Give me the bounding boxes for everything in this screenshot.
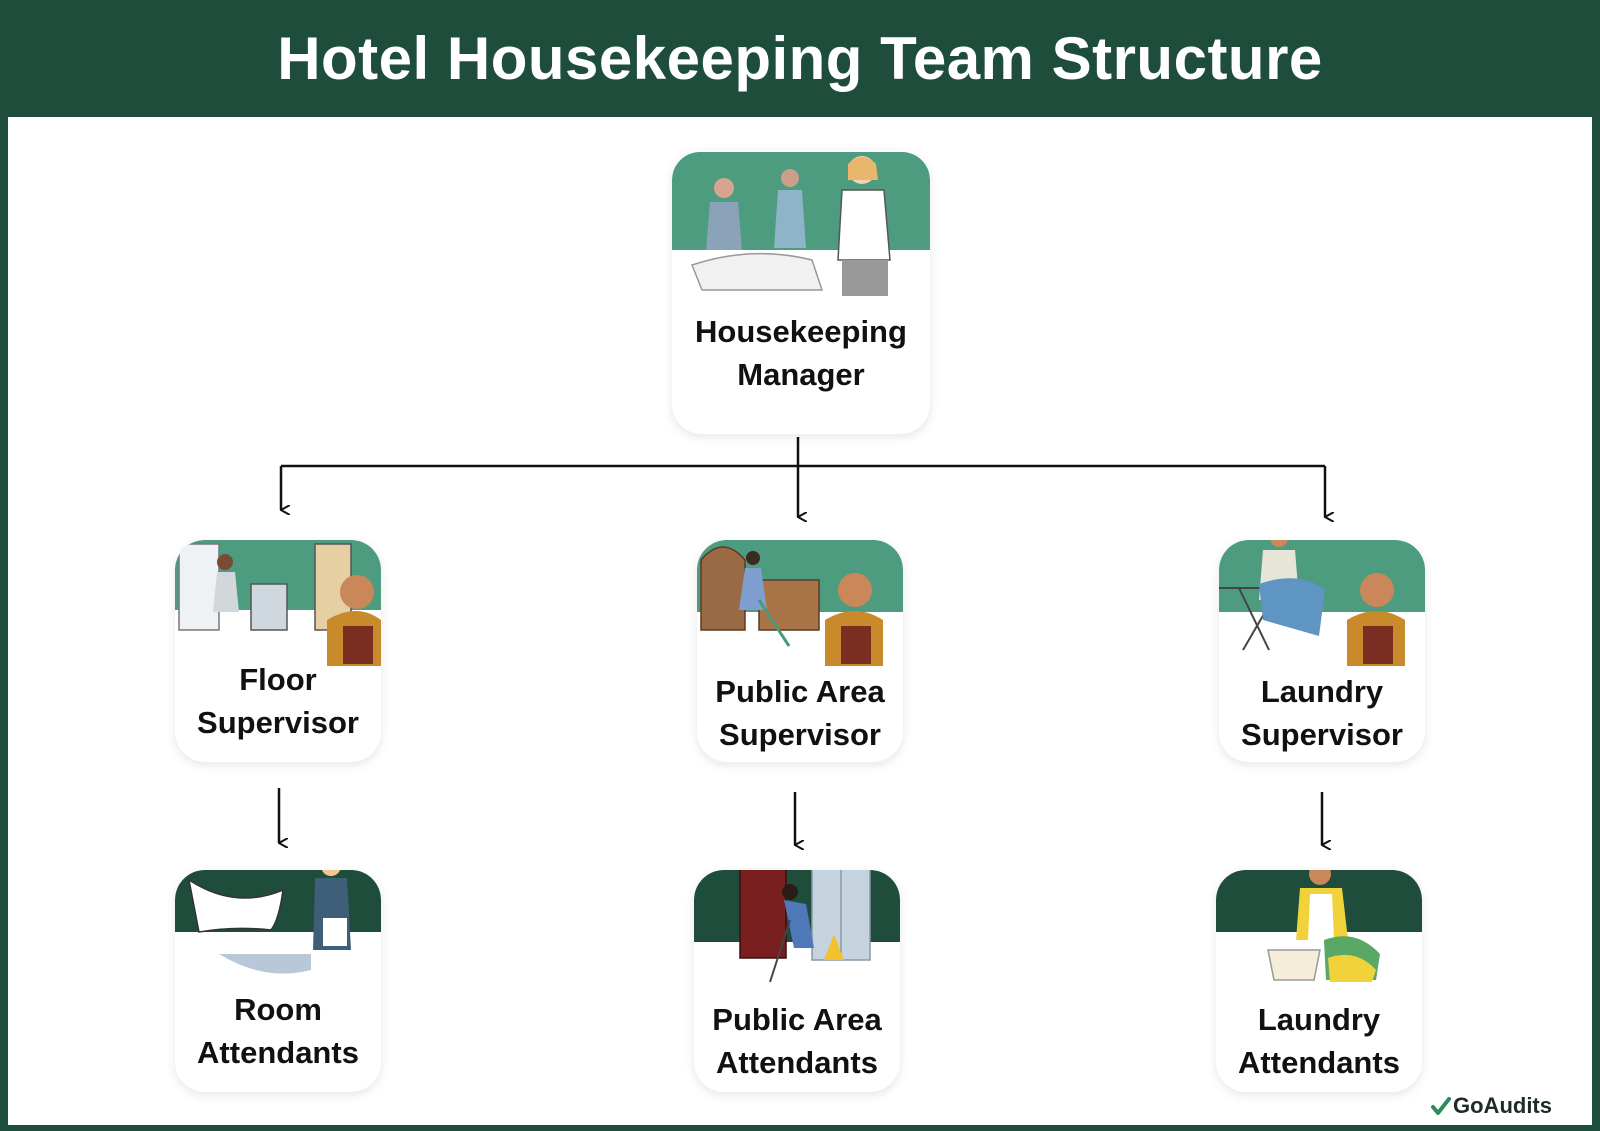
- public-area-attendants-illustration: [694, 870, 900, 996]
- page-title: Hotel Housekeeping Team Structure: [277, 25, 1323, 92]
- laundry-supervisor-label-line2: Supervisor: [1241, 717, 1403, 753]
- laundry-supervisor-label-line1: Laundry: [1260, 674, 1384, 709]
- public-area-supervisor-label-line1: Public Area: [715, 674, 885, 709]
- manager-label-line1: Housekeeping: [695, 314, 907, 349]
- room-attendants-label-line1: Room: [234, 992, 322, 1027]
- room-attendants-label-line2: Attendants: [197, 1035, 359, 1071]
- public-area-supervisor-illustration: [697, 540, 903, 666]
- floor-supervisor-label-line2: Supervisor: [197, 705, 359, 741]
- laundry-supervisor-illustration: [1219, 540, 1425, 666]
- node-public-area-attendants: Public Area Attendants: [694, 870, 900, 1092]
- manager-illustration: [672, 152, 930, 300]
- floor-supervisor-label-line1: Floor: [239, 662, 317, 697]
- manager-label-line2: Manager: [737, 357, 865, 393]
- public-area-attendants-label-line2: Attendants: [716, 1045, 878, 1081]
- node-room-attendants: Room Attendants: [175, 870, 381, 1092]
- room-attendants-illustration: [175, 870, 381, 996]
- node-housekeeping-manager: Housekeeping Manager: [672, 150, 930, 434]
- laundry-attendants-illustration: [1216, 870, 1422, 996]
- public-area-supervisor-label-line2: Supervisor: [719, 717, 881, 753]
- node-laundry-supervisor: Laundry Supervisor: [1219, 540, 1425, 762]
- node-public-area-supervisor: Public Area Supervisor: [697, 540, 903, 762]
- laundry-attendants-label-line2: Attendants: [1238, 1045, 1400, 1081]
- check-logo-icon: [1431, 1097, 1451, 1115]
- public-area-attendants-label-line1: Public Area: [712, 1002, 882, 1037]
- node-floor-supervisor: Floor Supervisor: [175, 540, 381, 762]
- brand-name: GoAudits: [1453, 1093, 1552, 1118]
- header-bar: Hotel Housekeeping Team Structure: [0, 0, 1600, 117]
- floor-supervisor-illustration: [175, 540, 381, 666]
- brand-logo: GoAudits: [1431, 1093, 1552, 1119]
- node-laundry-attendants: Laundry Attendants: [1216, 870, 1422, 1092]
- laundry-attendants-label-line1: Laundry: [1257, 1002, 1381, 1037]
